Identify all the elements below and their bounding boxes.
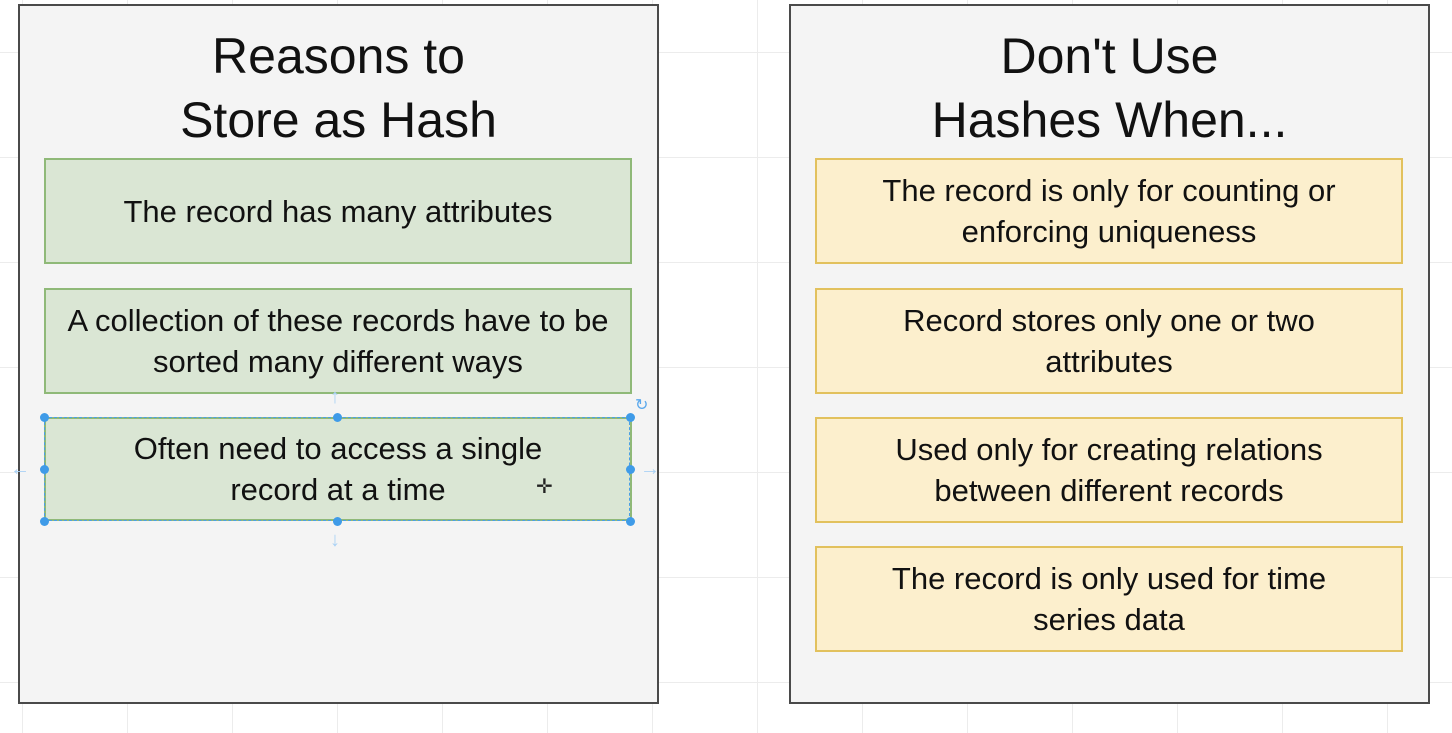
dont-use-panel-title: Don't Use Hashes When... bbox=[931, 28, 1288, 148]
reason-card-sorted-ways[interactable]: A collection of these records have to be… bbox=[44, 288, 632, 394]
connect-arrow-down-icon[interactable]: ↓ bbox=[330, 529, 340, 551]
dont-use-card-two-attributes[interactable]: Record stores only one or two attributes bbox=[815, 288, 1403, 394]
resize-handle-top-right[interactable] bbox=[626, 413, 635, 422]
connect-arrow-left-icon[interactable]: ← bbox=[10, 458, 30, 480]
dont-use-card-text: Record stores only one or two attributes bbox=[903, 303, 1315, 379]
reason-card-text: The record has many attributes bbox=[123, 193, 553, 229]
resize-handle-right[interactable] bbox=[626, 465, 635, 474]
dont-use-card-text: The record is only used for time series … bbox=[891, 561, 1327, 637]
reasons-panel-title: Reasons to Store as Hash bbox=[180, 28, 497, 148]
reason-card-many-attributes[interactable]: The record has many attributes bbox=[44, 158, 632, 264]
dont-use-card-text: Used only for creating relations between… bbox=[895, 432, 1323, 508]
dont-use-card-time-series[interactable]: The record is only used for time series … bbox=[815, 546, 1403, 652]
resize-handle-bottom-left[interactable] bbox=[40, 517, 49, 526]
resize-handle-bottom-right[interactable] bbox=[626, 517, 635, 526]
connect-arrow-up-icon[interactable]: ↑ bbox=[330, 386, 340, 408]
resize-handle-top[interactable] bbox=[333, 413, 342, 422]
dont-use-card-relations[interactable]: Used only for creating relations between… bbox=[815, 417, 1403, 523]
reason-card-text: Often need to access a single record at … bbox=[133, 431, 543, 507]
rotate-icon[interactable]: ↻ bbox=[635, 397, 649, 414]
dont-use-card-counting[interactable]: The record is only for counting or enfor… bbox=[815, 158, 1403, 264]
resize-handle-bottom[interactable] bbox=[333, 517, 342, 526]
resize-handle-left[interactable] bbox=[40, 465, 49, 474]
resize-handle-top-left[interactable] bbox=[40, 413, 49, 422]
dont-use-card-text: The record is only for counting or enfor… bbox=[882, 173, 1336, 249]
reason-card-text: A collection of these records have to be… bbox=[67, 303, 609, 379]
connect-arrow-right-icon[interactable]: → bbox=[640, 458, 660, 480]
move-cursor-icon: ✛ bbox=[536, 476, 553, 498]
reason-card-single-record[interactable]: Often need to access a single record at … bbox=[44, 417, 632, 521]
